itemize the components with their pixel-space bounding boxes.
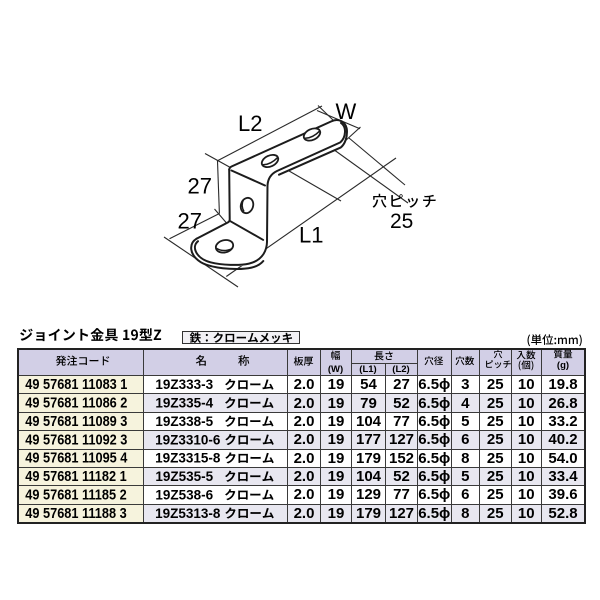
svg-text:19Z335-4: 19Z335-4 (155, 396, 213, 411)
svg-text:49 57681 11182 1: 49 57681 11182 1 (25, 467, 127, 484)
svg-text:(g): (g) (557, 360, 569, 371)
svg-text:27: 27 (178, 209, 202, 234)
svg-text:49 57681 11092 3: 49 57681 11092 3 (25, 430, 127, 447)
svg-text:W: W (336, 99, 357, 124)
svg-text:49 57681 11083 1: 49 57681 11083 1 (25, 375, 127, 392)
svg-text:L1: L1 (299, 223, 323, 248)
svg-text:19Z333-3: 19Z333-3 (155, 377, 213, 392)
svg-text:(W): (W) (328, 364, 343, 375)
svg-text:19Z538-6: 19Z538-6 (155, 487, 213, 502)
svg-text:49 57681 11086 2: 49 57681 11086 2 (25, 394, 127, 411)
svg-text:19Z5313-8: 19Z5313-8 (155, 506, 221, 521)
svg-text:19Z3315-8: 19Z3315-8 (155, 451, 221, 466)
svg-text:19Z338-5: 19Z338-5 (155, 414, 213, 429)
svg-text:19Z3310-6: 19Z3310-6 (155, 432, 221, 447)
svg-text:49 57681 11089 3: 49 57681 11089 3 (25, 412, 127, 429)
svg-text:(L2): (L2) (392, 364, 409, 375)
svg-text:49 57681 11188 3: 49 57681 11188 3 (25, 504, 127, 521)
svg-text:27: 27 (188, 174, 212, 199)
svg-text:49 57681 11095 4: 49 57681 11095 4 (25, 449, 127, 466)
svg-text:19Z535-5: 19Z535-5 (155, 469, 213, 484)
svg-text:25: 25 (390, 210, 413, 233)
svg-text:L2: L2 (238, 111, 262, 136)
svg-text:49 57681 11185 2: 49 57681 11185 2 (25, 485, 127, 502)
svg-text:(L1): (L1) (359, 364, 376, 375)
